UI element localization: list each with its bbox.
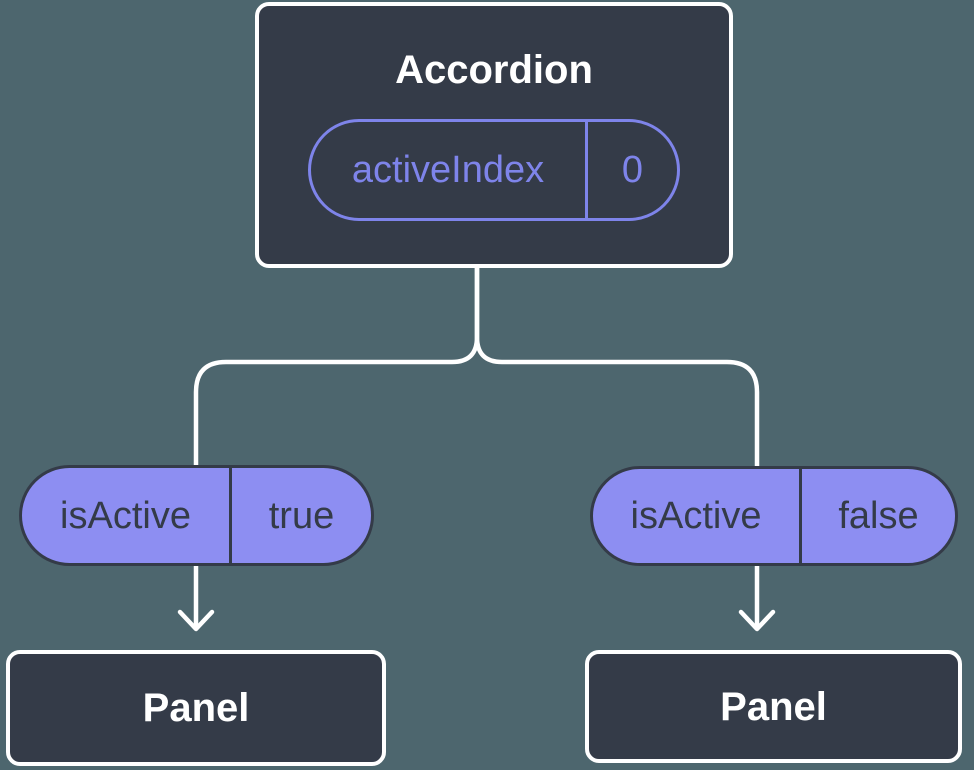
- panel-node-left: Panel: [6, 650, 386, 766]
- isactive-pill-right: isActive false: [590, 466, 958, 566]
- isactive-pill-left: isActive true: [19, 465, 374, 566]
- accordion-node: Accordion activeIndex 0: [255, 2, 733, 268]
- branch-left-connector: [193, 263, 480, 630]
- state-value-label: false: [838, 495, 919, 537]
- panel-title: Panel: [720, 684, 827, 729]
- prop-name-label: activeIndex: [311, 122, 588, 218]
- state-name-label: isActive: [593, 469, 802, 563]
- state-value-label: true: [268, 494, 335, 537]
- panel-title: Panel: [142, 686, 250, 730]
- prop-value-label: 0: [621, 149, 644, 191]
- panel-node-right: Panel: [585, 650, 962, 763]
- activeindex-prop-pill: activeIndex 0: [308, 119, 680, 221]
- arrow-down-icon: [177, 609, 215, 632]
- arrow-down-icon: [738, 609, 776, 632]
- accordion-title: Accordion: [395, 48, 593, 92]
- branch-right-connector: [474, 263, 760, 630]
- state-name-label: isActive: [22, 468, 232, 563]
